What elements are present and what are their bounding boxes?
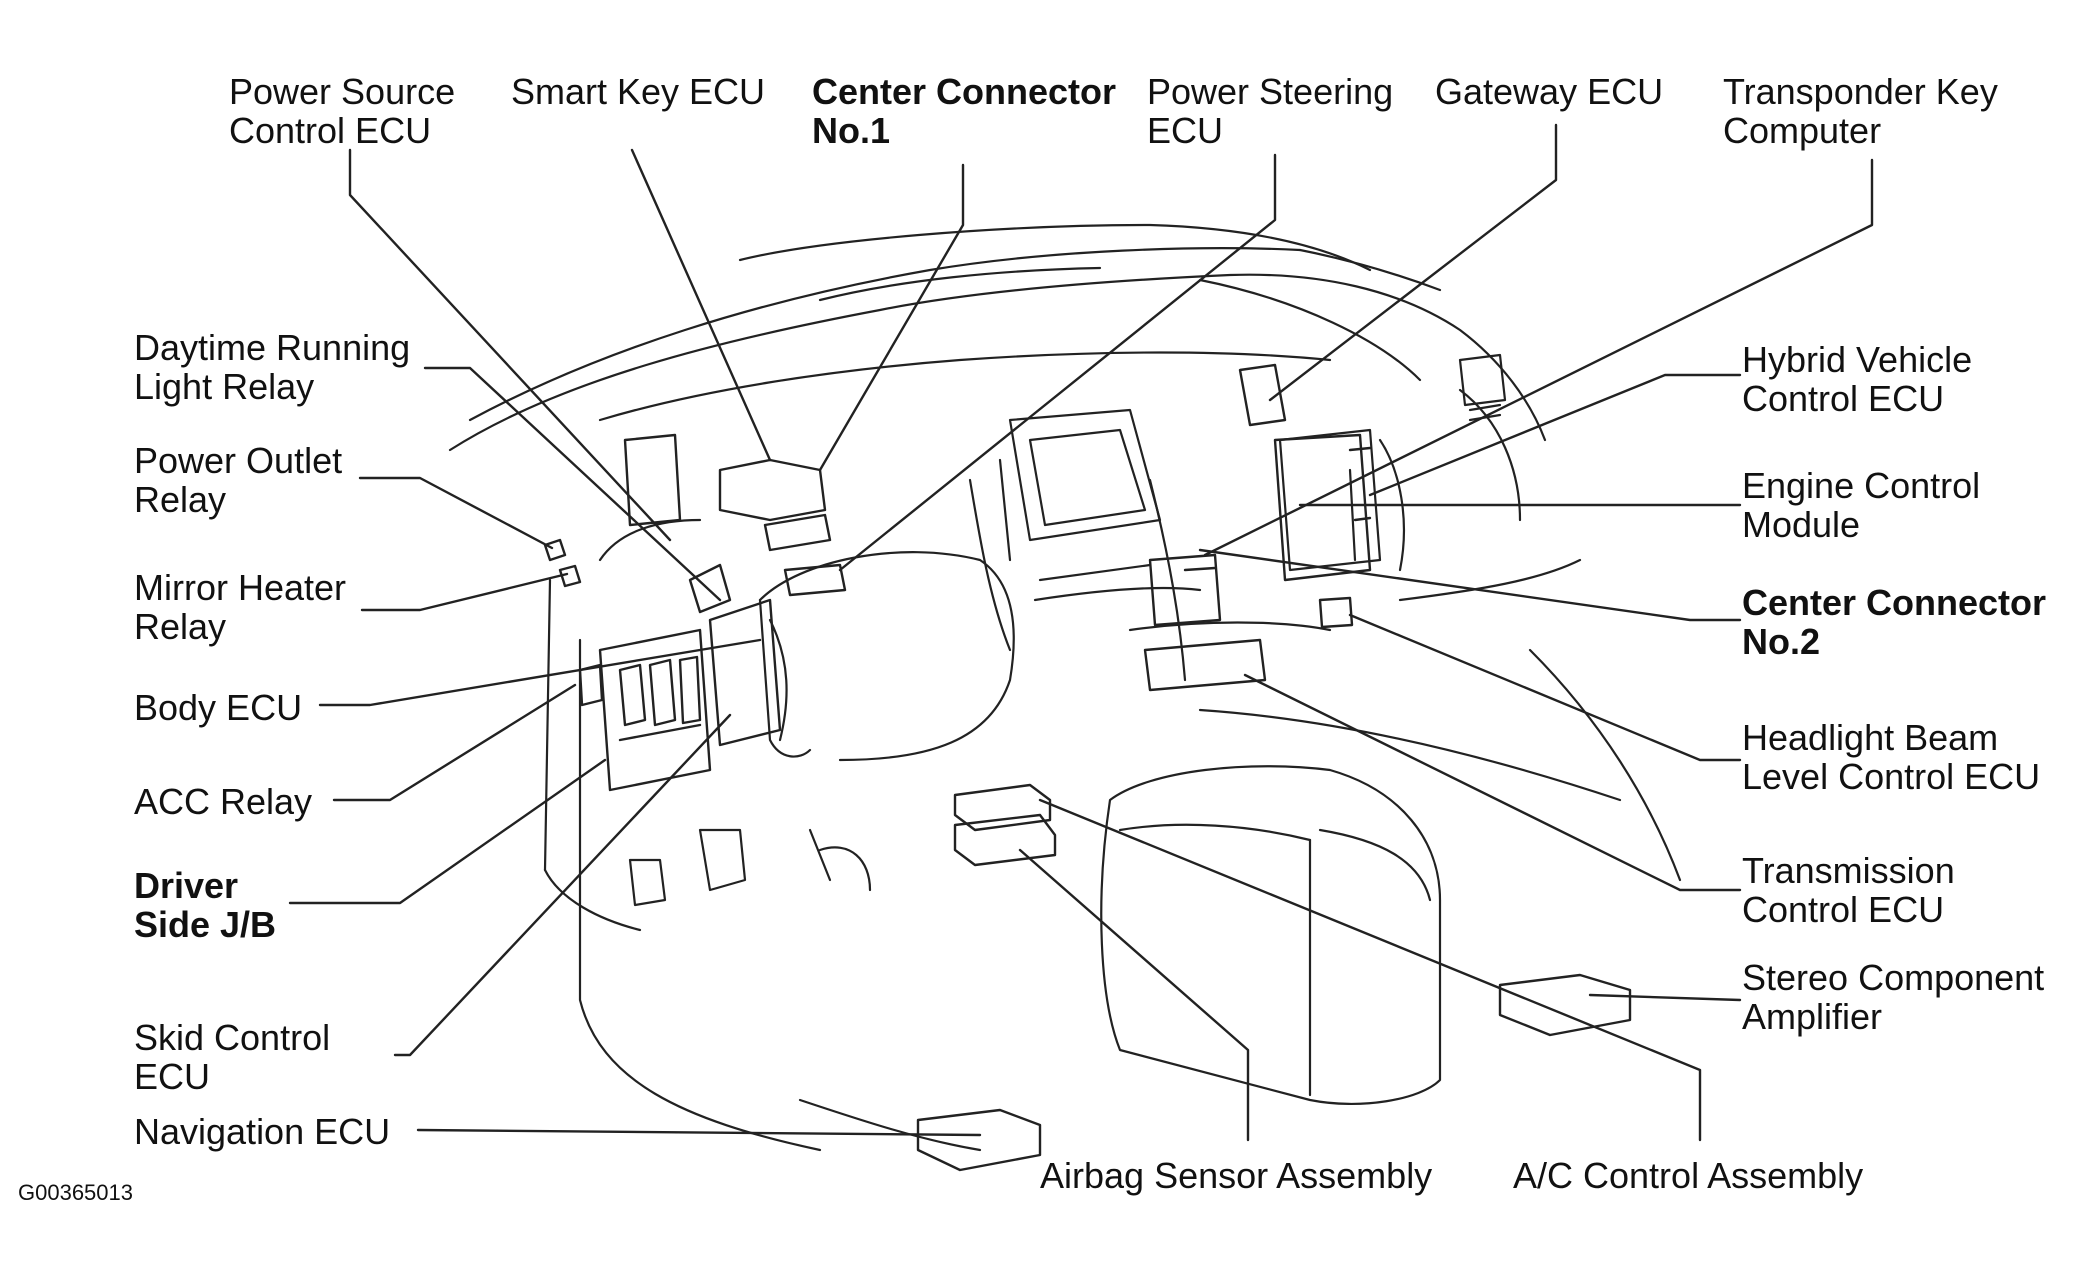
- label-smart-key-ecu: Smart Key ECU: [511, 71, 766, 112]
- label-transmission-control-ecu: Transmission Control ECU: [1742, 850, 1955, 930]
- label-center-connector-no1: Center Connector No.1: [812, 71, 1117, 151]
- label-headlight-beam-level-control-ecu: Headlight Beam Level Control ECU: [1742, 717, 2041, 797]
- label-power-outlet-relay: Power Outlet Relay: [134, 440, 343, 520]
- leader-navigation: [416, 1128, 982, 1137]
- label-stereo-component-amplifier: Stereo Component Amplifier: [1742, 957, 2045, 1037]
- leader-acc: [332, 683, 577, 802]
- leader-power-source: [348, 148, 672, 542]
- leader-mirror-heater: [360, 572, 569, 612]
- label-gateway-ecu: Gateway ECU: [1435, 71, 1664, 112]
- leader-stereo: [1588, 993, 1742, 1002]
- leader-drl: [423, 366, 722, 602]
- label-acc-relay: ACC Relay: [134, 781, 313, 822]
- label-engine-control-module: Engine Control Module: [1742, 465, 1981, 545]
- dashboard-outline: [448, 223, 1682, 1152]
- leader-gateway: [1268, 123, 1558, 402]
- leader-transponder: [1203, 158, 1874, 557]
- label-power-source-control-ecu: Power Source Control ECU: [229, 71, 456, 151]
- leader-skid: [393, 713, 732, 1057]
- leader-center-connector-1: [818, 163, 965, 472]
- label-skid-control-ecu: Skid Control ECU: [134, 1017, 331, 1097]
- label-driver-side-jb: Driver Side J/B: [134, 865, 277, 945]
- figure-code: G00365013: [18, 1180, 133, 1205]
- label-daytime-running-light-relay: Daytime Running Light Relay: [134, 327, 411, 407]
- label-airbag-sensor-assembly: Airbag Sensor Assembly: [1040, 1155, 1433, 1196]
- leader-headlight: [1348, 613, 1742, 762]
- leader-power-steering: [838, 153, 1277, 572]
- label-ac-control-assembly: A/C Control Assembly: [1513, 1155, 1864, 1196]
- leader-airbag: [1018, 848, 1250, 1142]
- leader-transmission: [1243, 673, 1742, 892]
- label-power-steering-ecu: Power Steering ECU: [1147, 71, 1394, 151]
- label-navigation-ecu: Navigation ECU: [134, 1111, 391, 1152]
- component-blocks: [543, 363, 1632, 1172]
- leader-hybrid: [1368, 373, 1742, 497]
- leader-driver-jb: [288, 758, 607, 905]
- leader-power-outlet: [358, 476, 554, 550]
- label-body-ecu: Body ECU: [134, 687, 303, 728]
- leader-center-connector-2: [1198, 548, 1742, 622]
- label-transponder-key-computer: Transponder Key Computer: [1723, 71, 1998, 151]
- leader-smart-key: [630, 148, 772, 462]
- leader-lines: [288, 123, 1874, 1142]
- label-hybrid-vehicle-control-ecu: Hybrid Vehicle Control ECU: [1742, 339, 1973, 419]
- leader-body-ecu: [318, 638, 762, 707]
- label-center-connector-no2: Center Connector No.2: [1742, 582, 2047, 662]
- leader-ac: [1038, 798, 1702, 1142]
- label-mirror-heater-relay: Mirror Heater Relay: [134, 567, 347, 647]
